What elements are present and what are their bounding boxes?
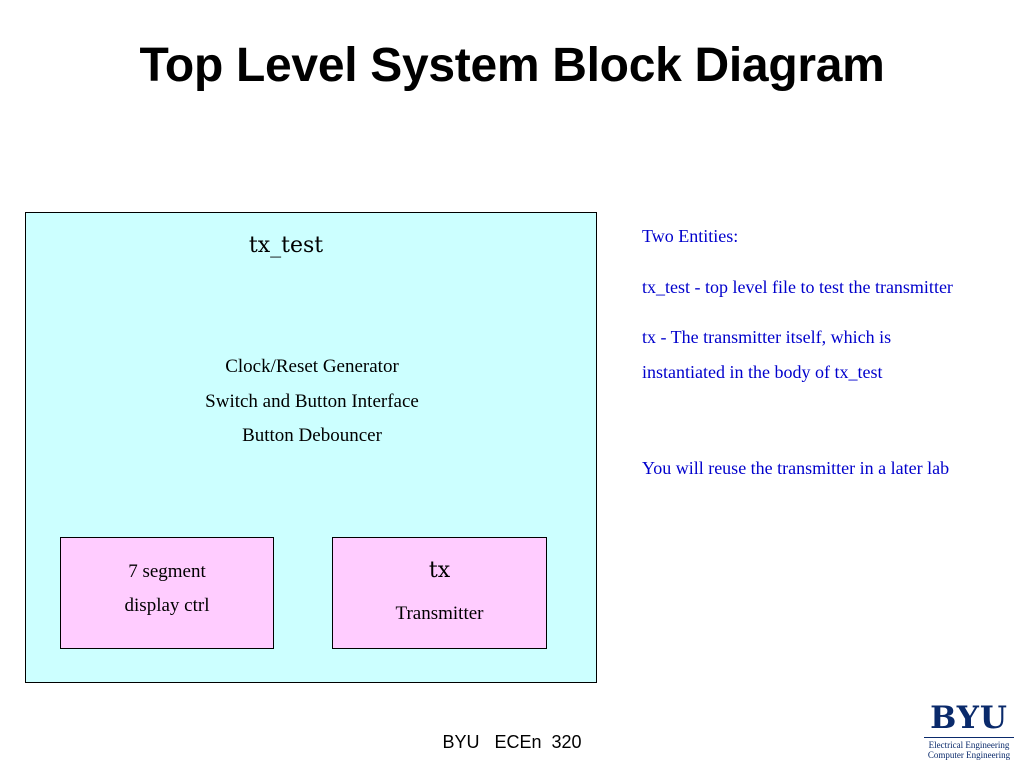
byu-logo-word: BYU [930, 700, 1008, 736]
note-tx-test: tx_test - top level file to test the tra… [642, 276, 953, 297]
switch-button-interface-label: Switch and Button Interface [205, 390, 419, 412]
byu-logo: BYU Electrical Engineering Computer Engi… [923, 702, 1015, 762]
tx-label: tx [428, 558, 451, 583]
slide-title: Top Level System Block Diagram [139, 39, 885, 92]
note-two-entities: Two Entities: [642, 226, 739, 246]
seven-segment-label-line2: display ctrl [124, 595, 210, 616]
tx-test-function-list: Clock/Reset Generator Switch and Button … [26, 350, 598, 454]
transmitter-label: Transmitter [395, 603, 484, 624]
tx-block: tx Transmitter [332, 537, 547, 649]
seven-segment-label-line1: 7 segment [128, 561, 206, 582]
clock-reset-generator-label: Clock/Reset Generator [225, 356, 399, 377]
button-debouncer-label: Button Debouncer [242, 425, 382, 446]
note-reuse: You will reuse the transmitter in a late… [642, 458, 950, 478]
tx-test-label: tx_test [248, 233, 324, 258]
note-tx: tx - The transmitter itself, which is in… [642, 327, 892, 382]
seven-segment-display-block: 7 segment display ctrl [60, 537, 274, 649]
tx-test-block: tx_test Clock/Reset Generator Switch and… [25, 212, 597, 683]
notes-panel: Two Entities: tx_test - top level file t… [642, 219, 972, 502]
byu-logo-rule [924, 737, 1014, 738]
byu-logo-line1: Electrical Engineering [928, 740, 1010, 750]
byu-logo-line2: Computer Engineering [927, 750, 1011, 760]
footer-text: BYU ECEn 320 [442, 732, 582, 752]
